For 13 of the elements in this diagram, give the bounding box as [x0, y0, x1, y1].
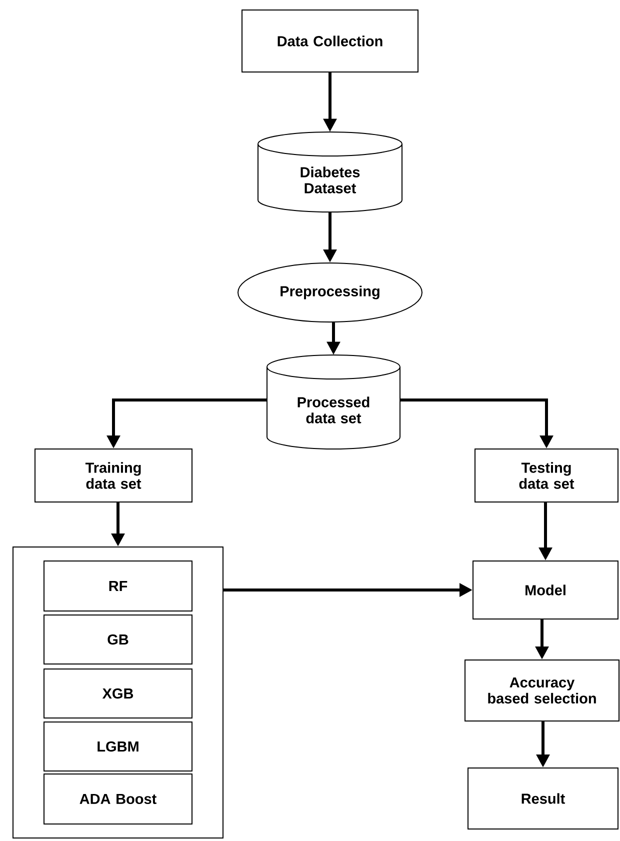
process-box: Training data set [34, 448, 192, 502]
database-cylinder: Diabetes Dataset [258, 132, 402, 212]
process-box: Data Collection [242, 10, 418, 72]
process-box: RF [44, 560, 192, 612]
process-box: Testing data set [474, 448, 618, 502]
database-cylinder: Processed data set [266, 354, 400, 450]
process-box: Result [468, 768, 618, 830]
process-box: LGBM [44, 722, 192, 772]
process-box: Model [472, 560, 618, 620]
process-box: XGB [44, 668, 192, 718]
process-box: Accuracy based selection [464, 660, 620, 722]
process-box: GB [44, 614, 192, 664]
process-box: ADA Boost [44, 774, 192, 824]
